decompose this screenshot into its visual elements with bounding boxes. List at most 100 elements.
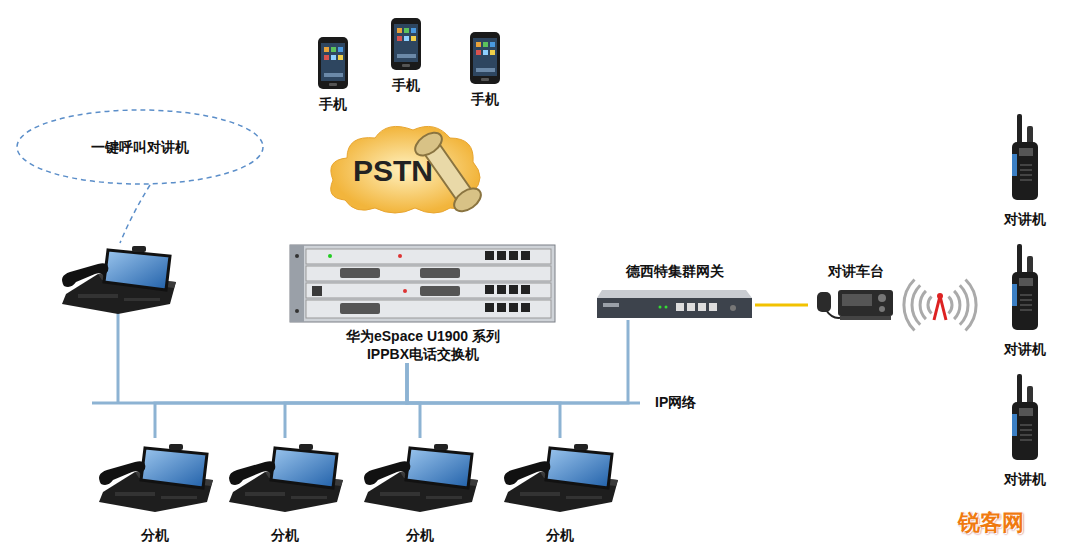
extension-phone-icons — [99, 444, 618, 512]
pstn-handset — [411, 128, 446, 160]
trunk-gateway: 德西特集群网关 — [595, 262, 755, 320]
ip-network-wire — [285, 363, 407, 438]
switch-device — [328, 254, 332, 258]
vehicle-radio — [879, 306, 885, 312]
switch-device — [420, 268, 460, 278]
switch-device — [521, 285, 530, 294]
radio-waves — [934, 296, 946, 320]
node-text: 对讲车台 — [788, 262, 923, 280]
radio-waves — [904, 280, 915, 331]
switch-device — [485, 251, 494, 260]
node-text: 手机 — [358, 76, 454, 94]
radio-waves — [904, 280, 976, 331]
mobile-phone-icons — [318, 37, 348, 89]
vehicle-radio — [842, 294, 872, 306]
network-label: IP网络 — [655, 393, 696, 411]
switch-device — [290, 245, 555, 322]
extension-phone: 分机 — [360, 438, 480, 544]
gateway-device — [709, 303, 717, 311]
node-text: 手机 — [437, 90, 533, 108]
gateway-device — [597, 298, 752, 318]
pstn-handset — [420, 137, 476, 206]
switch-device — [306, 266, 551, 281]
switch-device — [290, 245, 555, 322]
walkie-talkie: 对讲机 — [993, 242, 1057, 358]
gateway-device — [603, 303, 619, 307]
walkie-talkie: 对讲机 — [993, 112, 1057, 228]
switch-device — [521, 251, 530, 260]
switch-device — [295, 254, 299, 258]
mobile-phone: 手机 — [378, 16, 434, 94]
vehicle-radio: 对讲车台 — [808, 262, 903, 322]
watermark: 锐客网 — [958, 510, 1024, 536]
ippbx-switch: 华为eSpace U1900 系列 IPPBX电话交换机 — [288, 243, 558, 363]
switch-device — [509, 285, 518, 294]
node-text: 分机 — [75, 526, 235, 544]
ip-bus-wires — [117, 312, 120, 403]
mobile-phone-icons — [470, 32, 500, 84]
node-text: 分机 — [205, 526, 365, 544]
switch-device — [290, 245, 304, 322]
gateway-device — [597, 290, 752, 298]
switch-device — [340, 268, 380, 278]
switch-device — [403, 289, 407, 293]
node-text: 手机 — [285, 95, 381, 113]
radio-cable — [755, 304, 808, 307]
ip-network-wire — [155, 363, 407, 438]
switch-device — [497, 251, 506, 260]
gateway-device — [676, 303, 684, 311]
vehicle-radio — [817, 290, 893, 320]
ip-bus-wires — [92, 312, 640, 403]
vehicle-radio — [817, 292, 831, 312]
switch-device — [306, 283, 551, 298]
switch-device — [485, 285, 494, 294]
vehicle-radio — [878, 294, 886, 302]
node-text: 分机 — [480, 526, 640, 544]
node-text: 分机 — [340, 526, 500, 544]
extension-phone-icons — [364, 444, 478, 512]
node-text: 对讲机 — [973, 210, 1077, 228]
node-text: PSTN — [353, 154, 433, 188]
extension-phone-icons — [99, 444, 213, 512]
mobile-phone: 手机 — [457, 30, 513, 108]
desk-phone-icon — [62, 246, 176, 314]
callout-tail — [120, 185, 150, 243]
switch-device — [497, 285, 506, 294]
walkie-talkie: 对讲机 — [993, 372, 1057, 488]
node-text: 德西特集群网关 — [575, 262, 775, 280]
switch-device — [521, 303, 530, 312]
node-text: 对讲机 — [973, 470, 1077, 488]
walkie-talkie-icons — [1012, 114, 1038, 200]
radio-waves — [949, 297, 953, 314]
switch-device — [295, 309, 299, 313]
radio-waves — [954, 291, 960, 319]
switch-device — [398, 254, 402, 258]
radio-waves — [912, 285, 920, 325]
switch-device — [312, 286, 322, 296]
pstn-handset — [411, 128, 485, 216]
ip-network-wire — [407, 363, 560, 438]
extension-phone: 分机 — [225, 438, 345, 544]
node-text: 华为eSpace U1900 系列 IPPBX电话交换机 — [333, 327, 513, 363]
extension-phone: 分机 — [95, 438, 215, 544]
node-text: 对讲机 — [973, 340, 1077, 358]
callout-bubble: 一键呼叫对讲机 — [15, 108, 265, 186]
radio-waves — [920, 291, 926, 319]
switch-device — [340, 303, 380, 314]
walkie-talkie-icons — [1012, 374, 1038, 460]
switch-device — [509, 251, 518, 260]
node-text: 一键呼叫对讲机 — [15, 138, 265, 156]
gateway-device — [665, 306, 668, 309]
switch-device — [420, 286, 460, 296]
pstn-cloud: PSTN — [325, 120, 485, 215]
vehicle-radio — [838, 290, 893, 316]
gateway-device — [687, 303, 695, 311]
gateway-device — [659, 306, 662, 309]
extension-phone-icons — [229, 444, 343, 512]
gateway-device — [730, 305, 736, 311]
mobile-phone: 手机 — [305, 35, 361, 113]
